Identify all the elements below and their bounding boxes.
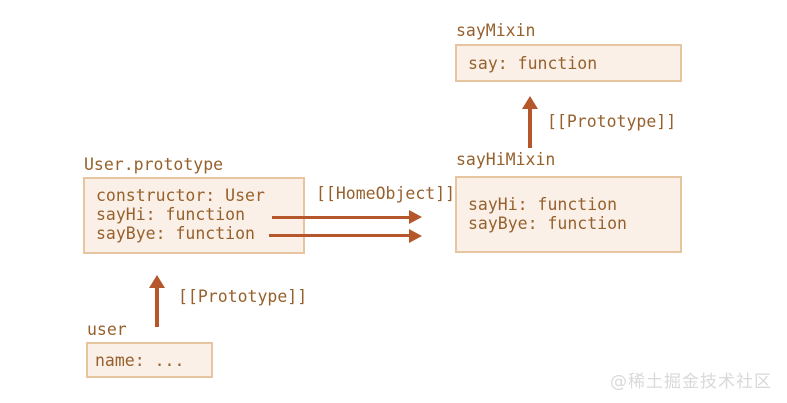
say-hi-mixin-title: sayHiMixin [456, 150, 556, 169]
user-title: user [87, 320, 127, 339]
arrow-right-line [272, 216, 410, 219]
arrow-right-icon [409, 210, 422, 224]
arrow-right-line [269, 234, 410, 237]
watermark: @稀土掘金技术社区 [610, 372, 772, 392]
arrow-up-icon [149, 275, 165, 288]
say-hi-mixin-property: sayHi: function [468, 195, 618, 214]
user-prototype-property: constructor: User [96, 186, 265, 205]
user-prototype-property: sayBye: function [96, 224, 255, 243]
say-hi-mixin-property: sayBye: function [468, 214, 627, 233]
arrow-right-icon [409, 229, 422, 243]
arrow-up-line [155, 287, 159, 327]
home-object-edge-label: [[HomeObject]] [316, 184, 456, 203]
user-prototype-title: User.prototype [84, 155, 224, 174]
user-prototype-property: sayHi: function [96, 205, 246, 224]
say-hi-mixin-box: sayHi: function sayBye: function [455, 176, 682, 253]
say-mixin-property: say: function [468, 53, 598, 73]
say-mixin-box: say: function [455, 44, 682, 82]
prototype-upper-edge-label: [[Prototype]] [547, 112, 677, 131]
user-property: name: ... [95, 350, 185, 370]
user-prototype-box: constructor: User sayHi: function sayBye… [83, 177, 305, 254]
user-box: name: ... [86, 342, 213, 378]
arrow-up-line [528, 108, 532, 148]
arrow-up-icon [522, 96, 538, 109]
prototype-lower-edge-label: [[Prototype]] [178, 287, 308, 306]
say-mixin-title: sayMixin [456, 21, 536, 40]
